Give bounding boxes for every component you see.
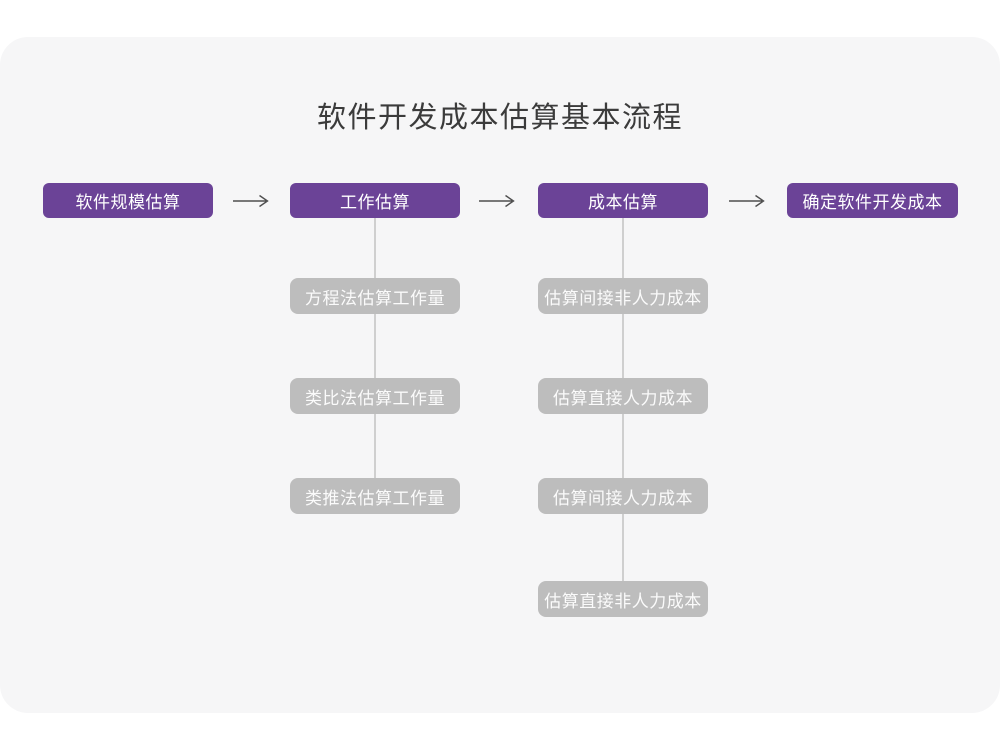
arrow-right-icon: [233, 194, 269, 208]
substep-direct-labor-cost: 估算直接人力成本: [538, 378, 708, 414]
substep-analogy-method-effort: 类比法估算工作量: [290, 378, 460, 414]
arrow-right-icon: [479, 194, 515, 208]
page-title: 软件开发成本估算基本流程: [316, 102, 683, 134]
step-cost-estimation: 成本估算: [538, 183, 708, 218]
substep-extrapolation-method-effort: 类推法估算工作量: [290, 478, 460, 514]
substep-equation-method-effort: 方程法估算工作量: [290, 278, 460, 314]
substep-indirect-non-labor-cost: 估算间接非人力成本: [538, 278, 708, 314]
step-effort-estimation: 工作估算: [290, 183, 460, 218]
step-determine-development-cost: 确定软件开发成本: [787, 183, 958, 218]
substep-direct-non-labor-cost: 估算直接非人力成本: [538, 581, 708, 617]
flowchart-card: 软件开发成本估算基本流程 软件规模估算 工作估算 成本估算 确定软件开发成本 方…: [0, 37, 1000, 713]
connector-line-effort-column: [374, 218, 376, 497]
substep-indirect-labor-cost: 估算间接人力成本: [538, 478, 708, 514]
step-software-size-estimation: 软件规模估算: [43, 183, 213, 218]
arrow-right-icon: [729, 194, 765, 208]
